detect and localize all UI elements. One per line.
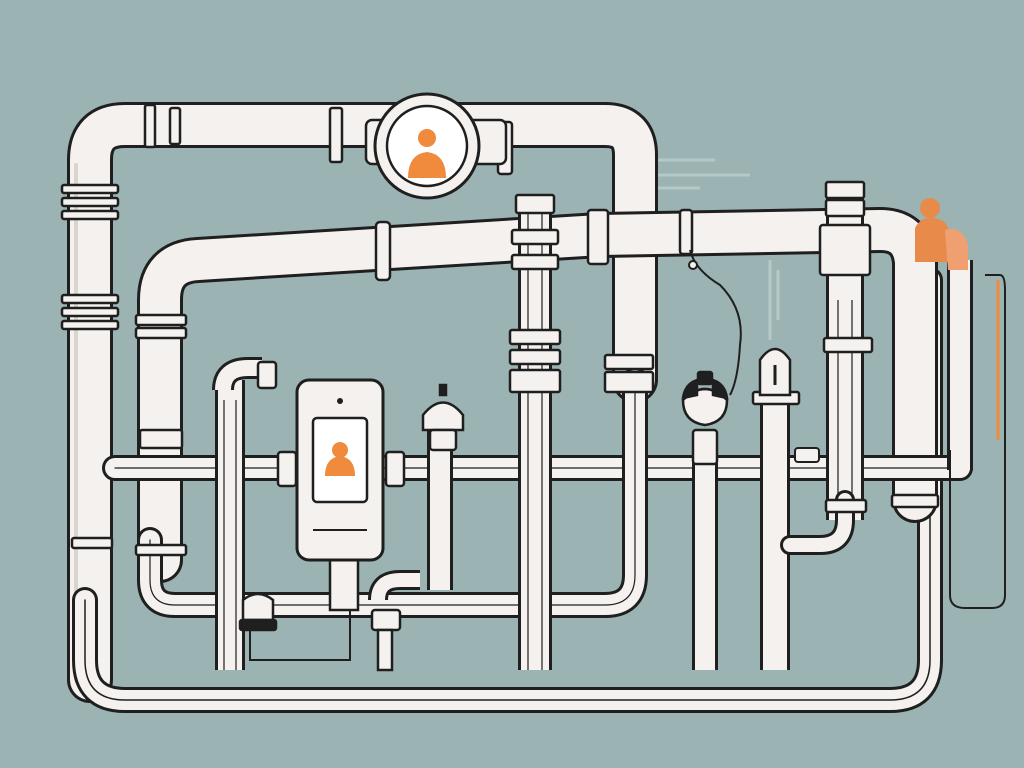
sensor-probe — [758, 347, 792, 397]
wire-connector — [688, 260, 698, 270]
smart-meter-device — [295, 378, 385, 612]
signal-wire — [689, 249, 742, 396]
person-silhouette — [915, 198, 968, 270]
right-elbow-pipe — [780, 490, 855, 555]
person-icon — [325, 442, 355, 476]
valve-center — [421, 383, 465, 452]
background-marks — [650, 158, 780, 340]
bottom-return-pipe — [72, 267, 943, 713]
pressure-gauge — [364, 92, 508, 200]
small-fitting — [238, 592, 351, 661]
valve-left — [212, 357, 278, 391]
person-icon — [408, 129, 446, 178]
upper-horizontal-pipe — [137, 207, 938, 583]
manifold-plug — [794, 447, 820, 463]
lower-manifold-pipe — [137, 367, 648, 618]
valve-black-cap — [681, 370, 729, 466]
side-hose — [949, 274, 1006, 609]
bottom-valve — [368, 570, 420, 672]
